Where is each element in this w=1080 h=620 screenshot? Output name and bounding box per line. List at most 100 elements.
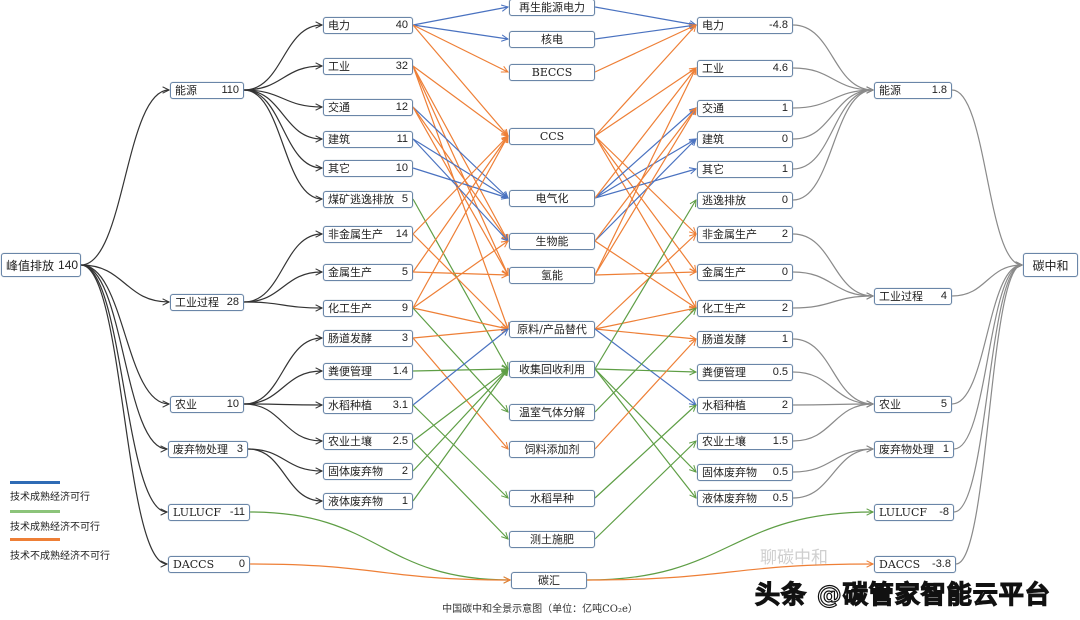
tech-edge-mature-uneconomic [249, 511, 510, 580]
tech-edge-immature [594, 25, 696, 137]
node-m-nuclear: 核电 [509, 30, 595, 48]
node-label: 肠道发酵 [328, 332, 372, 345]
node-label: 碳汇 [538, 574, 560, 587]
node-label: 工业 [328, 60, 350, 73]
tech-edge-mature-uneconomic [412, 440, 508, 539]
tree-edge-right [951, 265, 1022, 297]
tree-edge [80, 264, 167, 564]
node-m-recycle: 收集回收利用 [509, 360, 595, 378]
tech-edge-immature [412, 241, 508, 309]
tree-edge [243, 404, 322, 405]
node-label: 测土施肥 [530, 533, 574, 546]
tech-edge-mature-uneconomic [594, 368, 696, 472]
node-value: 10 [395, 162, 408, 174]
node-m-elec: 电气化 [509, 189, 595, 207]
watermark-faint: 聊碳中和 [760, 548, 828, 568]
tech-edge-immature [249, 563, 510, 580]
tech-edge-immature [412, 65, 508, 329]
legend-swatch-mature-uneconomic [10, 510, 60, 513]
tech-edge-immature [594, 25, 696, 73]
node-b-power: 电力-4.8 [697, 16, 793, 34]
node-m-sub: 原料/产品替代 [509, 320, 595, 338]
node-label: BECCS [531, 65, 573, 79]
node-value: 0.5 [772, 366, 788, 378]
tech-edge-mature-uneconomic [586, 512, 873, 581]
node-m-beccs: BECCS [509, 63, 595, 81]
tech-edge-immature [412, 136, 508, 309]
node-label: 建筑 [702, 133, 724, 146]
node-label: 非金属生产 [328, 228, 383, 241]
tree-edge-right [955, 265, 1022, 565]
tech-edge-immature [412, 106, 508, 275]
node-label: 核电 [541, 33, 563, 46]
node-label: 水稻旱种 [530, 492, 574, 505]
tree-edge [80, 90, 169, 266]
node-value: 3 [401, 332, 408, 344]
tree-edge-right [792, 404, 873, 405]
node-label: 固体废弃物 [328, 465, 383, 478]
tech-edge-immature [594, 240, 696, 308]
tree-edge-right [792, 449, 873, 499]
node-label: 金属生产 [328, 266, 372, 279]
node-label: 肠道发酵 [702, 333, 746, 346]
tree-edge-right [792, 90, 873, 109]
tech-edge-mature-uneconomic [594, 441, 696, 540]
node-label: DACCS [173, 557, 215, 571]
node-neutral: 碳中和 [1023, 253, 1078, 277]
tech-edge-mature-uneconomic [594, 200, 696, 370]
legend-label-mature-uneconomic: 技术成熟经济不可行 [10, 522, 100, 533]
tree-edge-right [792, 371, 873, 404]
node-m-ccs: CCS [509, 127, 595, 145]
node-label: 化工生产 [702, 302, 746, 315]
node-m-soilfert: 测土施肥 [509, 530, 595, 548]
node-label: LULUCF [879, 505, 927, 519]
node-m-dryrice: 水稻旱种 [509, 489, 595, 507]
node-label: 能源 [175, 84, 197, 97]
node-value: 0.5 [772, 492, 788, 504]
tree-edge [243, 89, 322, 199]
node-label: 电气化 [535, 192, 569, 205]
tech-edge-immature [594, 68, 696, 276]
node-value: 3.1 [392, 399, 408, 411]
node-label: 交通 [702, 102, 724, 115]
node-label: DACCS [879, 557, 921, 571]
tree-edge-right [792, 271, 873, 296]
node-label: 交通 [328, 101, 350, 114]
tree-edge [243, 89, 322, 107]
tech-edge-immature [412, 106, 508, 241]
node-m-renew: 再生能源电力 [509, 0, 595, 16]
node-label: 粪便管理 [328, 365, 372, 378]
node-value: 110 [221, 84, 239, 96]
node-m-sink: 碳汇 [511, 571, 587, 589]
tech-edge-feasible [594, 169, 696, 199]
tree-edge-right [792, 233, 873, 296]
node-value: 1 [942, 443, 949, 455]
node-value: -4.8 [769, 19, 788, 31]
node-m-h2: 氢能 [509, 266, 595, 284]
tech-edge-immature [412, 65, 508, 275]
tech-edge-mature-uneconomic [412, 404, 508, 498]
node-value: 2 [401, 465, 408, 477]
node-value: 0 [781, 266, 788, 278]
tech-edge-feasible [594, 139, 696, 199]
node-label: 工业 [702, 62, 724, 75]
tech-edge-immature [412, 136, 508, 235]
node-label: 农业土壤 [702, 435, 746, 448]
node-value: 40 [395, 19, 408, 31]
node-label: 饲料添加剂 [524, 443, 580, 456]
tree-edge [80, 264, 167, 512]
tech-edge-immature [412, 307, 508, 329]
tech-edge-mature-uneconomic [594, 405, 696, 499]
